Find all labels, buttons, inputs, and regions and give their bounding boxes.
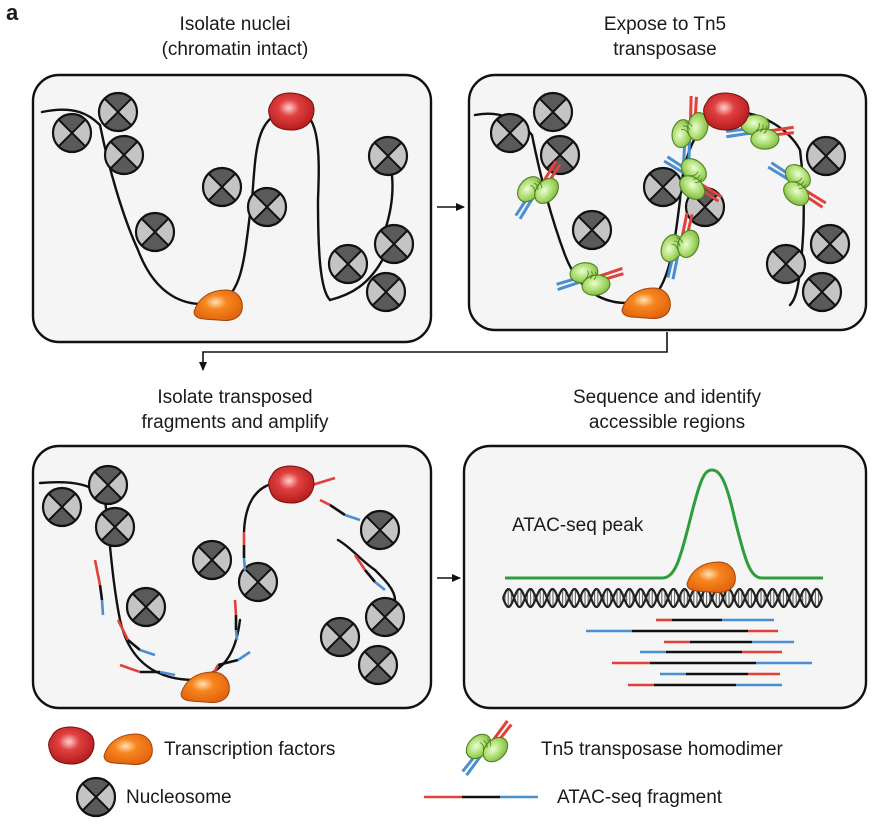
tn5-icon	[725, 114, 795, 150]
tn5-icon	[660, 212, 700, 280]
nucleosome-icon	[373, 223, 415, 265]
legend-nucleosome: Nucleosome	[126, 787, 232, 808]
nucleosome-icon	[191, 539, 233, 581]
legend: Transcription factors Nucleosome Tn5 tra…	[48, 719, 784, 818]
nucleosome-icon	[134, 211, 176, 253]
atac-fragment	[116, 619, 156, 657]
atac-fragment	[93, 559, 105, 616]
nucleosome-icon	[94, 506, 136, 548]
tn5-icon	[514, 160, 562, 220]
nucleosome-icon	[125, 586, 167, 628]
nucleosome-icon	[532, 91, 574, 133]
nucleosome-icon	[571, 209, 613, 251]
nucleosome-icon	[357, 644, 399, 686]
nucleosome-icon	[246, 186, 288, 228]
step-4-title-line1: Sequence and identify	[573, 387, 762, 408]
step-4-title-line2: accessible regions	[589, 412, 745, 433]
sequencing-reads	[586, 618, 812, 687]
nucleosome-icon	[805, 135, 847, 177]
tn5-icon	[663, 155, 723, 203]
tn5-icon	[556, 262, 624, 296]
atac-fragment	[353, 554, 386, 592]
tf-red-panel1	[268, 92, 315, 131]
fragment-end	[311, 476, 336, 487]
tn5-group	[514, 95, 827, 296]
chromatin-strands	[38, 108, 805, 682]
nucleosome-icon	[41, 486, 83, 528]
tn5-icon	[671, 95, 709, 165]
tf-orange-peak	[686, 561, 736, 593]
nucleosome-icon	[539, 134, 581, 176]
tf-red-panel3	[268, 465, 315, 504]
nucleosome-icon	[359, 509, 401, 551]
nucleosome-icon	[319, 616, 361, 658]
nucleosome-icon	[364, 596, 406, 638]
tf-red-panel2	[703, 92, 750, 131]
legend-nucleosome-icon	[75, 776, 117, 818]
nucleosome-icon	[489, 112, 531, 154]
nucleosome-icon	[237, 561, 279, 603]
legend-tn5: Tn5 transposase homodimer	[541, 739, 784, 760]
atac-fragment	[233, 599, 239, 641]
atac-fragment	[319, 498, 361, 522]
step-3-title-line2: fragments and amplify	[142, 412, 329, 433]
legend-fragment: ATAC-seq fragment	[557, 787, 723, 808]
step-1-title-line2: (chromatin intact)	[162, 39, 309, 60]
nucleosome-icon	[87, 464, 129, 506]
step-1-title-line1: Isolate nuclei	[180, 14, 291, 35]
arrow-step2-to-step3	[199, 332, 668, 371]
transcription-factors	[180, 92, 750, 703]
peak-curve	[505, 468, 823, 580]
tf-orange-panel3	[180, 671, 230, 703]
nucleosome-icon	[365, 271, 407, 313]
step-2-title-line2: transposase	[613, 39, 717, 60]
tn5-icon	[461, 719, 513, 777]
nucleosome-icon	[97, 91, 139, 133]
sequencing-result: ATAC-seq peak	[501, 468, 824, 687]
legend-tf-orange-icon	[103, 733, 153, 765]
atac-fragment	[119, 663, 176, 677]
atac-fragment	[242, 532, 247, 571]
nucleosome-icon	[642, 166, 684, 208]
nucleosome-icon	[201, 166, 243, 208]
tn5-icon	[767, 161, 827, 209]
nucleosome-icon	[327, 243, 369, 285]
nucleosome-icon	[367, 135, 409, 177]
nucleosome-icon	[75, 776, 117, 818]
tf-orange-panel1	[193, 289, 243, 321]
nucleosome-icon	[103, 134, 145, 176]
legend-tf-red-icon	[48, 726, 95, 765]
fragment-group	[93, 476, 386, 681]
legend-tn5-icon	[461, 719, 513, 777]
step-2-title-line1: Expose to Tn5	[604, 14, 726, 35]
nucleosome-icon	[51, 112, 93, 154]
dna-helix	[501, 587, 824, 609]
tf-orange-panel2	[621, 287, 671, 319]
panel-letter: a	[6, 0, 19, 25]
legend-transcription-factors: Transcription factors	[164, 739, 335, 760]
nucleosome-icon	[765, 243, 807, 285]
nucleosome-icon	[809, 223, 851, 265]
step-3-title-line1: Isolate transposed	[157, 387, 312, 408]
nucleosome-icon	[801, 271, 843, 313]
peak-label: ATAC-seq peak	[512, 515, 644, 536]
